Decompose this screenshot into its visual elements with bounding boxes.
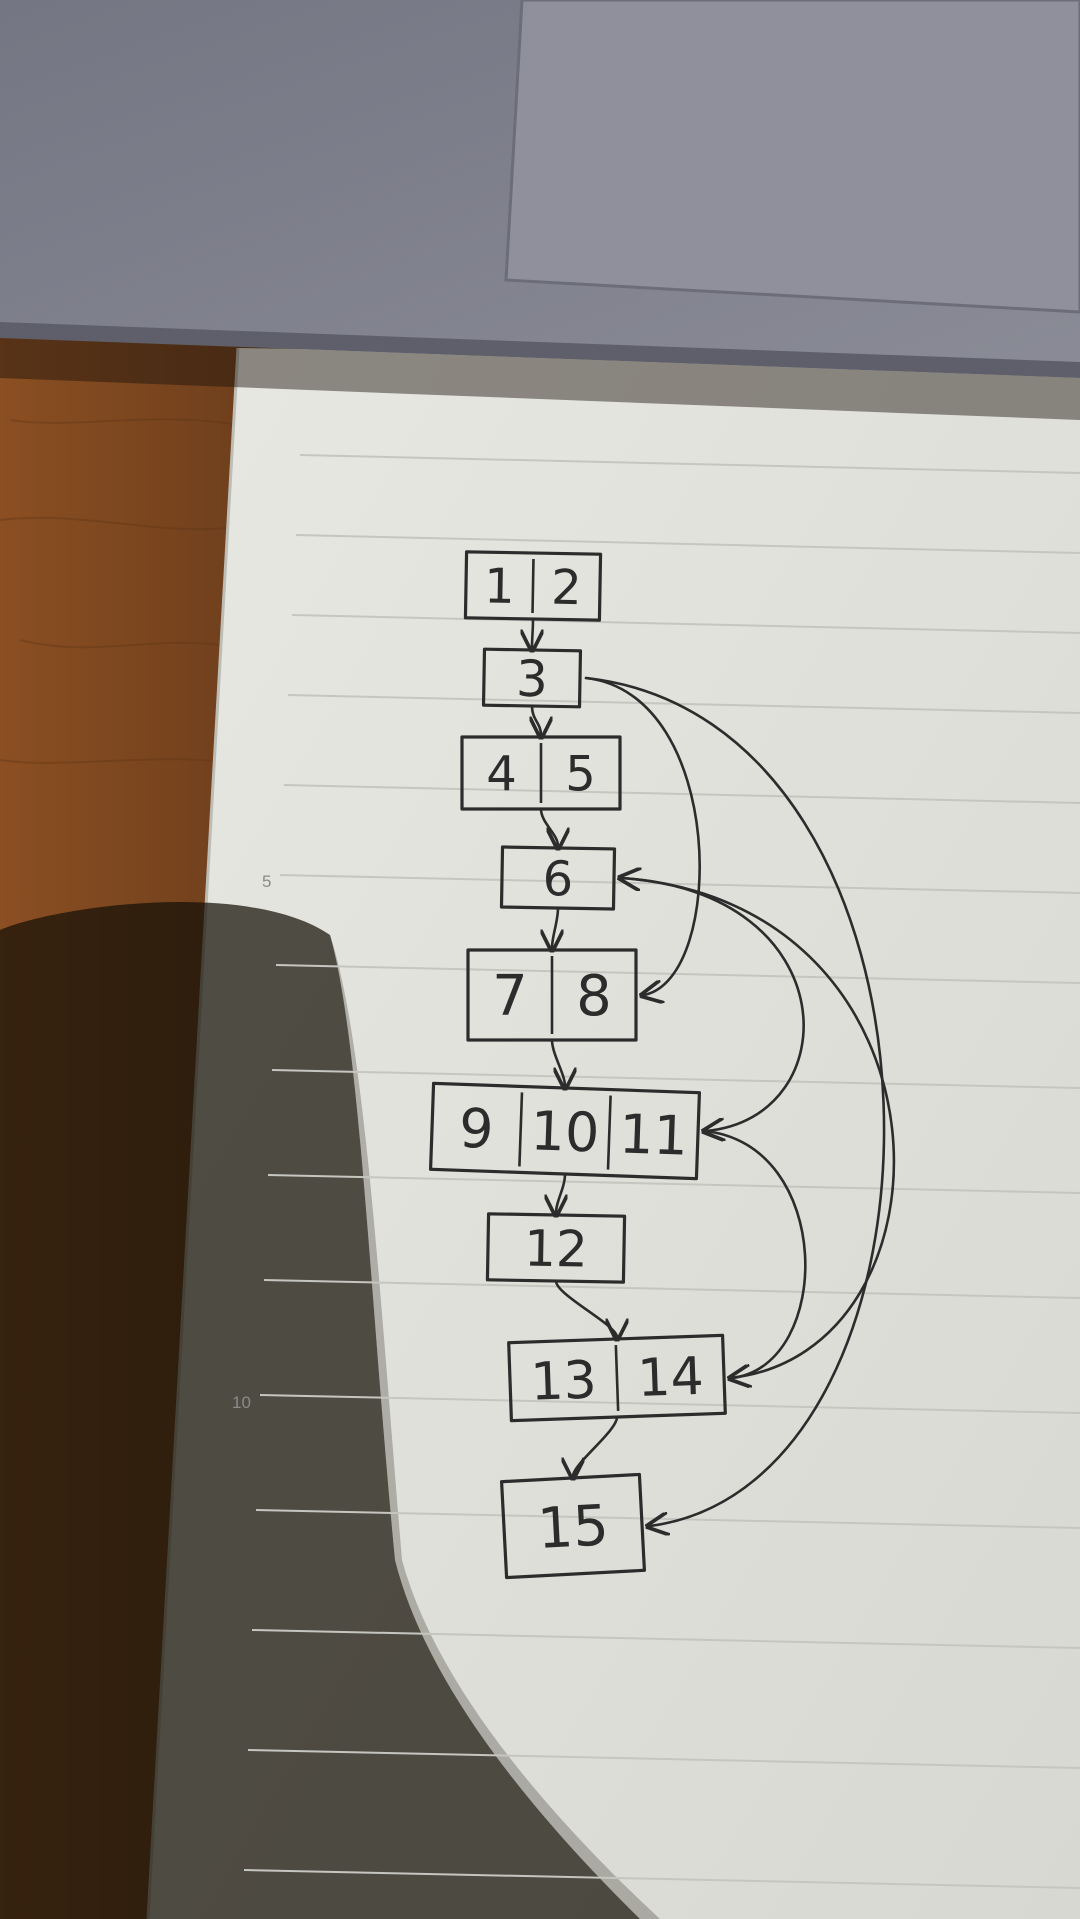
ruled-line [263, 1279, 1080, 1299]
laptop-trackpad [504, 0, 1080, 314]
node-label: 1 [484, 558, 516, 615]
ruled-line [283, 784, 1080, 804]
diagram-node: 3 [481, 647, 583, 709]
diagram-edge [539, 807, 558, 846]
node-label: 3 [516, 650, 549, 709]
node-label: 2 [551, 560, 583, 617]
diagram-node: 9 10 11 [428, 1081, 702, 1181]
node-box [507, 1333, 727, 1423]
node-divider [518, 1092, 524, 1167]
node-label: 9 [458, 1097, 495, 1161]
node-label: 10 [530, 1099, 601, 1164]
ruled-line [287, 694, 1080, 714]
node-divider [606, 1095, 612, 1170]
node-label: 4 [486, 746, 517, 802]
diagram-edge [532, 617, 533, 648]
margin-numbers: 5 10 [232, 872, 271, 1412]
node-box [481, 647, 583, 709]
diagram-node: 15 [499, 1472, 647, 1580]
node-box [463, 550, 603, 622]
ruled-line [251, 1629, 1080, 1649]
wood-grain [0, 418, 251, 766]
margin-number: 10 [232, 1393, 251, 1412]
diagram-edge [573, 1415, 619, 1476]
diagram-node: 6 [499, 845, 617, 911]
ruled-line [299, 454, 1080, 474]
ruled-line [259, 1394, 1080, 1414]
ruled-line [243, 1869, 1080, 1889]
node-label: 8 [576, 964, 612, 1029]
node-label: 12 [524, 1219, 589, 1278]
node-box [460, 735, 622, 811]
node-divider [614, 1344, 620, 1412]
diagram-edge [556, 1172, 565, 1213]
node-divider [531, 558, 535, 614]
node-box [466, 948, 638, 1042]
diagram-edges [532, 617, 896, 1526]
node-label: 13 [529, 1350, 597, 1412]
hand-shadow [0, 902, 640, 1919]
ruled-line [291, 614, 1080, 634]
node-label: 15 [536, 1493, 611, 1562]
margin-number: 5 [262, 872, 271, 891]
node-label: 11 [618, 1102, 689, 1167]
node-box [499, 845, 617, 911]
diagram-edge [584, 676, 886, 1526]
diagram-node: 12 [485, 1212, 627, 1284]
diagram-edge [532, 704, 541, 735]
diagram-node: 13 14 [507, 1333, 727, 1423]
laptop-shadow [0, 338, 1080, 420]
ruled-line [295, 534, 1080, 554]
node-box [428, 1081, 702, 1181]
node-label: 14 [636, 1347, 704, 1409]
diagram-edge [554, 1279, 617, 1337]
diagram-edge [584, 676, 701, 995]
node-label: 5 [565, 746, 596, 802]
ruled-line [247, 1749, 1080, 1769]
diagram-edge [550, 1038, 565, 1086]
ruled-line [279, 874, 1080, 894]
node-box [499, 1472, 647, 1580]
node-box [485, 1212, 627, 1284]
ruled-line [275, 964, 1080, 984]
node-label: 6 [542, 851, 574, 908]
ruled-lines [243, 454, 1080, 1889]
diagram-edge [618, 876, 805, 1131]
diagram-edge [552, 906, 558, 948]
diagram-edge [622, 878, 896, 1380]
diagram-edge [702, 1129, 807, 1378]
laptop-front-edge [0, 322, 1080, 378]
node-label: 7 [492, 964, 528, 1029]
ruled-line [267, 1174, 1080, 1194]
ruled-line [271, 1069, 1080, 1089]
